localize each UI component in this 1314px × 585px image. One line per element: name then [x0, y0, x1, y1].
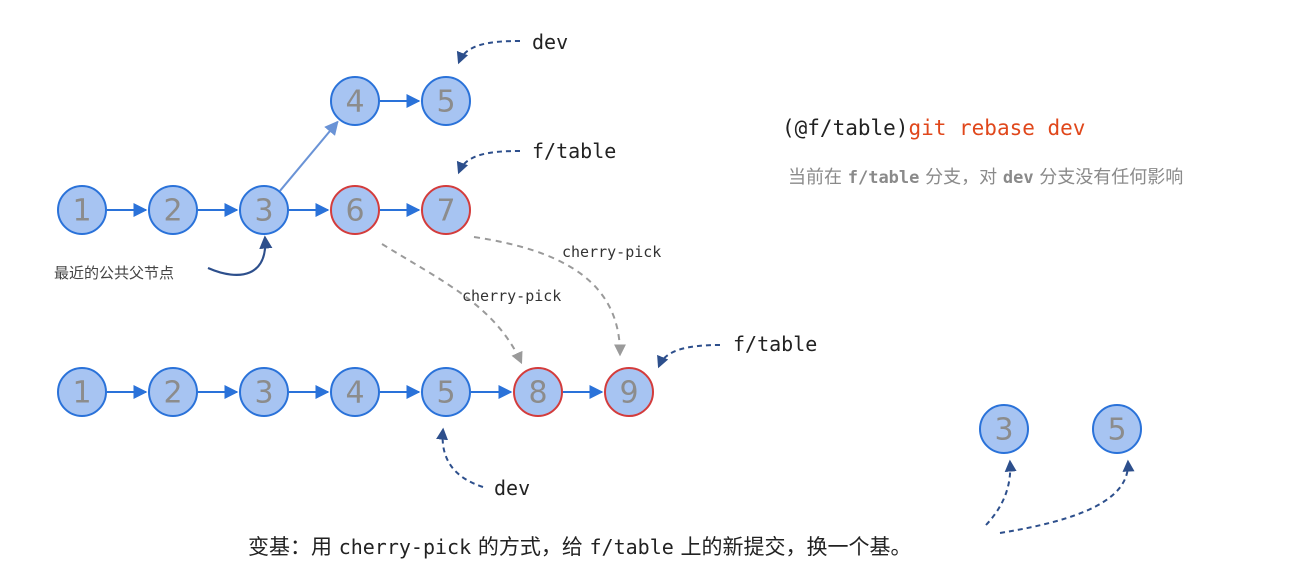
commit-node-b3: 3	[239, 367, 289, 417]
note-part3: 分支没有任何影响	[1034, 167, 1184, 188]
commit-node-b5: 5	[421, 367, 471, 417]
commit-node-t1: 1	[57, 185, 107, 235]
caption-pointer-3	[985, 459, 1017, 526]
commit-node-s5: 5	[1092, 404, 1142, 454]
ref-pointers	[207, 40, 1135, 534]
commit-circle	[330, 185, 380, 235]
note-part1: 当前在	[788, 167, 848, 188]
commit-circle	[330, 76, 380, 126]
commit-node-s3: 3	[979, 404, 1029, 454]
feature-pointer-bottom	[657, 344, 721, 369]
feature-pointer-top	[456, 150, 521, 175]
cherry-pick-arrow-6-to-8	[381, 243, 523, 365]
cherry-pick-arrows	[381, 236, 626, 365]
commit-label: 5	[436, 85, 455, 120]
note-branch: f/table	[848, 168, 920, 188]
commit-circle	[57, 367, 107, 417]
commit-node-t7: 7	[421, 185, 471, 235]
note-part2: 分支，对	[919, 167, 1002, 188]
caption: 变基：用 cherry-pick 的方式，给 f/table 上的新提交，换一个…	[248, 535, 911, 559]
commit-label: 1	[72, 376, 91, 411]
commit-label: 1	[72, 194, 91, 229]
commit-edges	[107, 94, 604, 399]
commit-circle	[421, 367, 471, 417]
cherry-pick-label-1: cherry-pick	[562, 243, 661, 261]
commit-node-b9: 9	[604, 367, 654, 417]
commit-node-t6: 6	[330, 185, 380, 235]
caption-code1: cherry-pick	[339, 535, 471, 559]
commit-node-b1: 1	[57, 367, 107, 417]
common-ancestor-pointer	[207, 235, 273, 276]
dev-pointer-bottom	[436, 427, 484, 488]
commit-circle	[513, 367, 563, 417]
commit-circle	[604, 367, 654, 417]
commit-circle	[330, 367, 380, 417]
commit-label: 9	[619, 376, 638, 411]
caption-pointer-5	[999, 459, 1135, 534]
commit-label: 4	[345, 85, 364, 120]
commit-node-t2: 2	[148, 185, 198, 235]
commit-label: 2	[163, 194, 182, 229]
dev-branch-label-bottom: dev	[494, 476, 530, 500]
note-target: dev	[1003, 168, 1034, 188]
commit-node-t5: 5	[421, 76, 471, 126]
common-ancestor-label: 最近的公共父节点	[54, 264, 174, 282]
commit-label: 3	[254, 194, 273, 229]
commit-node-b2: 2	[148, 367, 198, 417]
commit-label: 6	[345, 194, 364, 229]
commit-circle	[1092, 404, 1142, 454]
commit-label: 5	[436, 376, 455, 411]
caption-code2: f/table	[590, 535, 674, 559]
caption-part3: 上的新提交，换一个基。	[674, 535, 912, 559]
commit-circle	[421, 185, 471, 235]
commit-nodes: 1 2 3 4 5 6 7 1 2 3 4 5 8 9 3 5	[57, 76, 1142, 454]
commit-circle	[979, 404, 1029, 454]
dev-branch-label-top: dev	[532, 30, 568, 54]
caption-part2: 的方式，给	[471, 535, 589, 559]
commit-label: 3	[994, 413, 1013, 448]
commit-label: 2	[163, 376, 182, 411]
rebase-note: 当前在 f/table 分支，对 dev 分支没有任何影响	[788, 167, 1183, 188]
commit-circle	[421, 76, 471, 126]
command-text: git rebase dev	[908, 116, 1085, 140]
commit-label: 7	[436, 194, 455, 229]
commit-label: 3	[254, 376, 273, 411]
commit-node-t3: 3	[239, 185, 289, 235]
commit-label: 8	[528, 376, 547, 411]
rebase-command: (@f/table)git rebase dev	[782, 116, 1085, 140]
commit-node-t4: 4	[330, 76, 380, 126]
commit-label: 4	[345, 376, 364, 411]
commit-circle	[148, 367, 198, 417]
dev-pointer-top	[456, 40, 521, 65]
commit-edge-t3-t4	[279, 120, 339, 192]
feature-branch-label-bottom: f/table	[733, 332, 817, 356]
commit-circle	[239, 367, 289, 417]
commit-circle	[239, 185, 289, 235]
commit-circle	[148, 185, 198, 235]
commit-node-b4: 4	[330, 367, 380, 417]
command-prompt: (@f/table)	[782, 116, 908, 140]
cherry-pick-arrow-7-to-9	[473, 236, 626, 357]
feature-branch-label-top: f/table	[532, 139, 616, 163]
commit-label: 5	[1107, 413, 1126, 448]
commit-node-b8: 8	[513, 367, 563, 417]
cherry-pick-label-2: cherry-pick	[462, 287, 561, 305]
caption-part1: 变基：用	[248, 535, 339, 559]
commit-circle	[57, 185, 107, 235]
